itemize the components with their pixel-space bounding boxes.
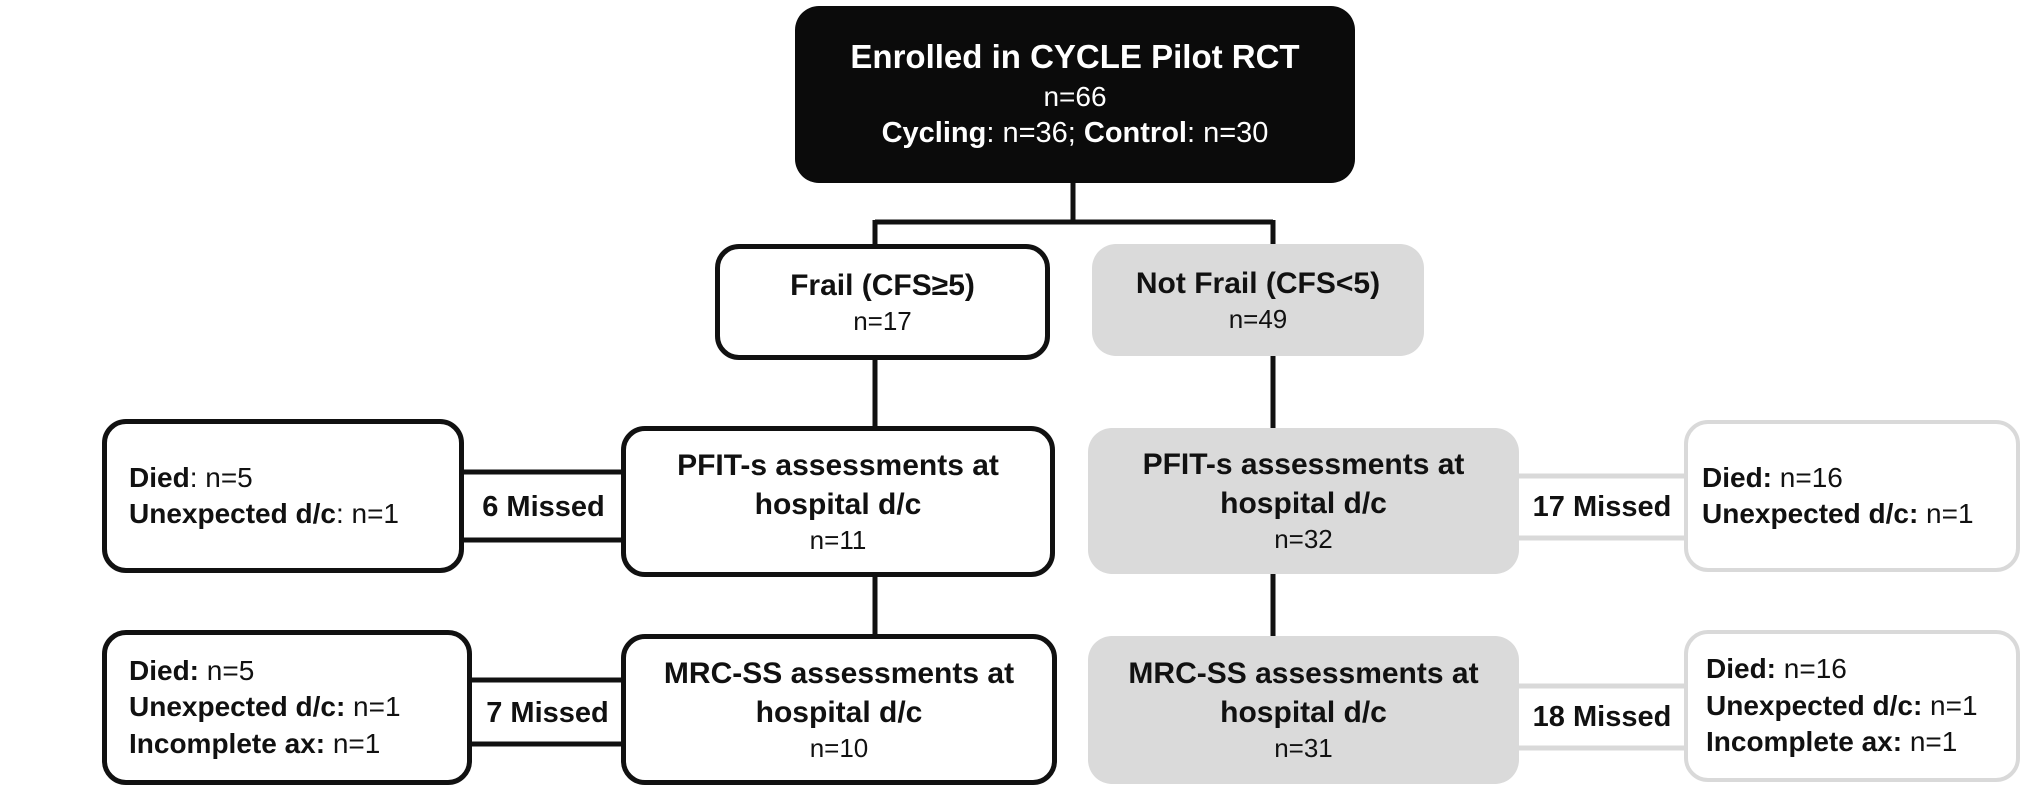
not-frail-count: n=49: [1228, 303, 1288, 334]
frail-box: Frail (CFS≥5) n=17: [715, 244, 1050, 360]
not-frail-mrc-missed: 18 Missed: [1532, 700, 1672, 733]
cycling-value: : n=36;: [986, 117, 1084, 150]
enrolled-arms: Cycling: n=36; Control: n=30: [882, 115, 1269, 153]
reason-unexpected-dc: Unexpected d/c: n=1: [1706, 689, 1978, 721]
reason-died: Died: n=16: [1706, 653, 1847, 685]
not-frail-pfit-box: PFIT-s assessments at hospital d/c n=32: [1088, 428, 1519, 574]
frail-pfit-title-1: PFIT-s assessments at: [677, 448, 999, 482]
not-frail-box: Not Frail (CFS<5) n=49: [1092, 244, 1424, 356]
reason-incomplete-ax: Incomplete ax: n=1: [129, 727, 381, 759]
frail-pfit-title-2: hospital d/c: [754, 487, 922, 521]
reason-died: Died: n=5: [129, 654, 255, 686]
not-frail-mrc-reasons-box: Died: n=16 Unexpected d/c: n=1 Incomplet…: [1684, 630, 2020, 782]
frail-pfit-reasons-box: Died: n=5 Unexpected d/c: n=1: [102, 419, 464, 573]
reason-incomplete-ax: Incomplete ax: n=1: [1706, 726, 1958, 758]
not-frail-title: Not Frail (CFS<5): [1135, 266, 1381, 300]
frail-mrc-reasons-box: Died: n=5 Unexpected d/c: n=1 Incomplete…: [102, 630, 472, 785]
frail-title: Frail (CFS≥5): [790, 268, 975, 302]
cycling-label: Cycling: [881, 117, 987, 150]
frail-pfit-count: n=11: [809, 524, 867, 555]
frail-mrc-box: MRC-SS assessments at hospital d/c n=10: [621, 634, 1057, 785]
not-frail-mrc-box: MRC-SS assessments at hospital d/c n=31: [1088, 636, 1519, 784]
reason-died: Died: n=16: [1702, 461, 1843, 493]
enrolled-box: Enrolled in CYCLE Pilot RCT n=66 Cycling…: [795, 6, 1355, 183]
not-frail-pfit-reasons-box: Died: n=16 Unexpected d/c: n=1: [1684, 420, 2020, 572]
not-frail-mrc-title-2: hospital d/c: [1220, 696, 1387, 730]
frail-count: n=17: [853, 305, 912, 336]
reason-unexpected-dc: Unexpected d/c: n=1: [129, 498, 400, 529]
frail-pfit-missed: 6 Missed: [482, 490, 605, 523]
frail-mrc-missed: 7 Missed: [486, 696, 609, 729]
frail-pfit-box: PFIT-s assessments at hospital d/c n=11: [621, 426, 1055, 577]
enrolled-title: Enrolled in CYCLE Pilot RCT: [850, 38, 1300, 76]
not-frail-pfit-count: n=32: [1274, 524, 1333, 555]
frail-mrc-title-1: MRC-SS assessments at: [663, 656, 1015, 690]
enrolled-count: n=66: [1043, 80, 1107, 112]
reason-unexpected-dc: Unexpected d/c: n=1: [1702, 498, 1974, 529]
control-label: Control: [1083, 117, 1187, 150]
control-value: : n=30: [1186, 117, 1269, 150]
not-frail-mrc-title-1: MRC-SS assessments at: [1128, 657, 1479, 691]
reason-unexpected-dc: Unexpected d/c: n=1: [129, 691, 401, 723]
not-frail-pfit-title-2: hospital d/c: [1220, 487, 1387, 521]
not-frail-pfit-missed: 17 Missed: [1532, 490, 1672, 523]
frail-mrc-title-2: hospital d/c: [755, 695, 923, 729]
frail-mrc-count: n=10: [809, 732, 869, 763]
not-frail-pfit-title-1: PFIT-s assessments at: [1142, 448, 1465, 482]
not-frail-mrc-count: n=31: [1274, 733, 1333, 764]
reason-died: Died: n=5: [129, 461, 253, 493]
